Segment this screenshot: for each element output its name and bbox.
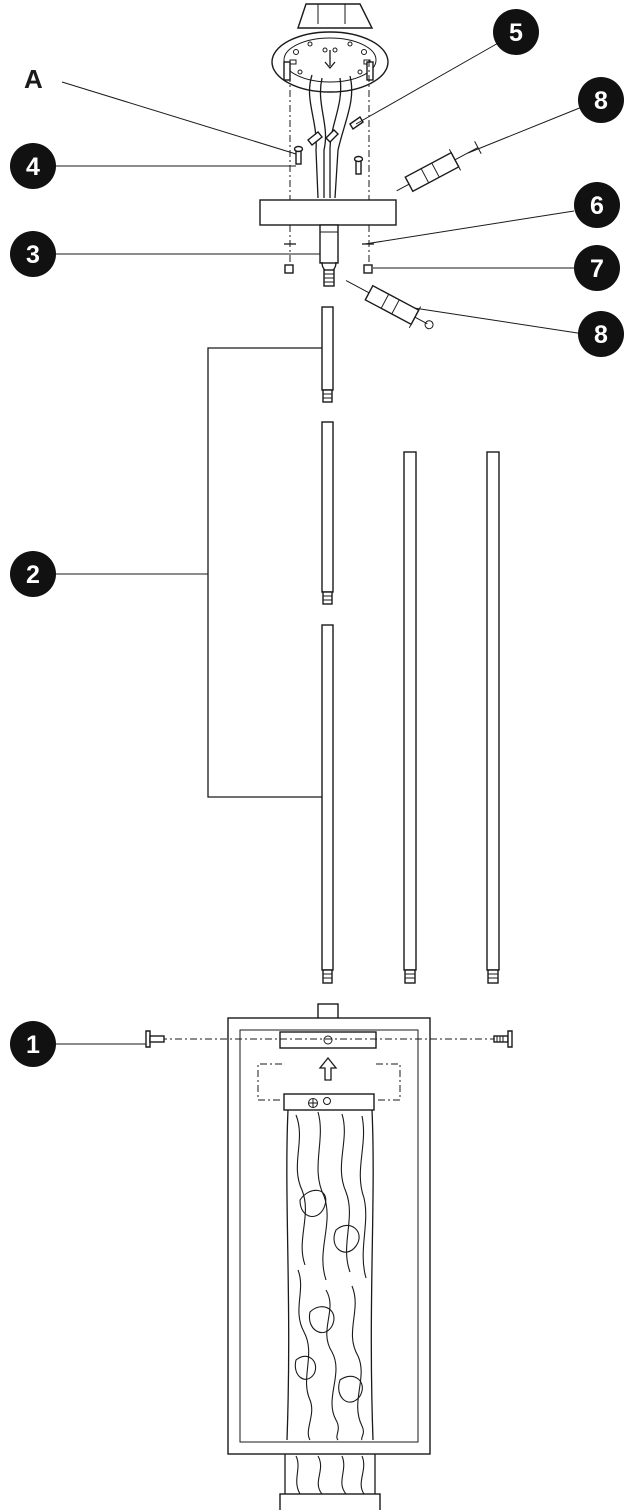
svg-text:A: A: [24, 64, 43, 94]
callout-badge-1: 1: [10, 1021, 56, 1067]
callout-badge-6: 6: [574, 182, 620, 228]
svg-text:3: 3: [26, 241, 40, 269]
swivel-coupling: [319, 224, 339, 287]
downrod-extra-b: [486, 451, 500, 984]
callout-badge-5: 5: [493, 9, 539, 55]
supply-wires: [307, 74, 364, 199]
callout-badge-4: 4: [10, 143, 56, 189]
lower-glass-shade: [279, 1454, 381, 1510]
callout-badge-3: 3: [10, 231, 56, 277]
downrod-short: [321, 306, 334, 403]
callout-badge-2: 2: [10, 551, 56, 597]
svg-text:1: 1: [26, 1031, 40, 1059]
leader-lines: [56, 41, 585, 1045]
lantern-body: [227, 1003, 431, 1455]
svg-text:5: 5: [509, 19, 523, 47]
svg-text:8: 8: [594, 321, 608, 349]
svg-text:4: 4: [26, 153, 40, 181]
svg-text:7: 7: [590, 255, 604, 283]
svg-text:6: 6: [590, 192, 604, 220]
callout-a: A: [24, 64, 43, 94]
callout-badge-7: 7: [574, 245, 620, 291]
downrod-medium: [321, 421, 334, 605]
svg-text:2: 2: [26, 561, 40, 589]
callout-badge-8-top: 8: [578, 77, 624, 123]
syringe-top: [396, 141, 482, 193]
callout-badge-8-bottom: 8: [578, 311, 624, 357]
downrod-long: [321, 624, 334, 984]
textured-glass-shade: [286, 1109, 374, 1441]
canopy: [259, 199, 397, 226]
frame-screws-1: [145, 1030, 513, 1048]
downrod-bracket: [207, 347, 322, 798]
junction-box-and-mounting-plate: [271, 3, 389, 93]
downrod-extra-a: [403, 451, 417, 984]
svg-text:8: 8: [594, 87, 608, 115]
syringe-bottom: [345, 280, 434, 330]
